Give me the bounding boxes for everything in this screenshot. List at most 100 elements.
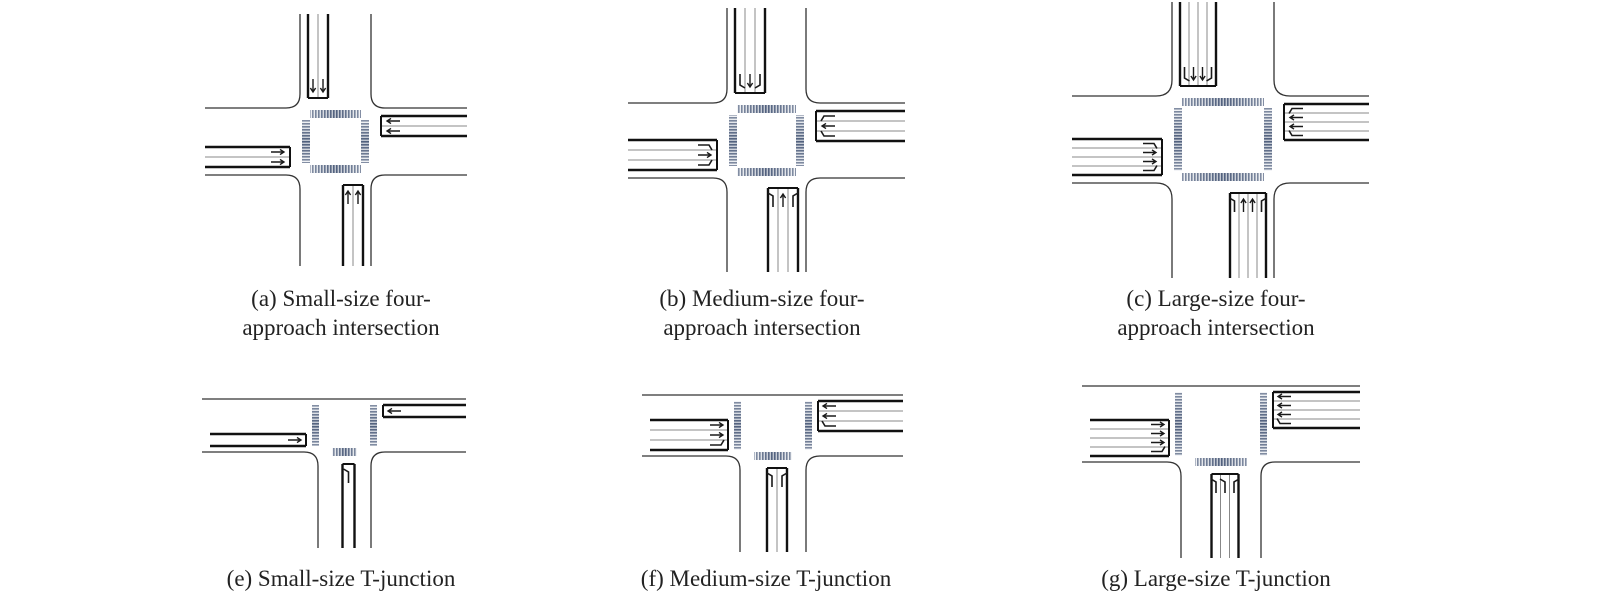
caption-f: (f) Medium-size T-junction [606, 564, 926, 593]
lane-arrow [1260, 197, 1267, 212]
lane-arrow [698, 151, 713, 159]
road-edge [628, 8, 728, 104]
lane-arrow [1183, 67, 1190, 82]
lane-arrow [710, 421, 725, 429]
lane-arrow [288, 436, 303, 444]
crosswalk-shade [1182, 98, 1264, 106]
crosswalk-shade [332, 448, 357, 456]
lane-arrow [319, 79, 327, 94]
lane-arrow [821, 412, 836, 420]
lane-arrow [710, 431, 725, 439]
lane-arrow [820, 115, 835, 122]
lane-arrow [821, 402, 836, 410]
lane-arrow [1288, 114, 1303, 121]
caption-b-line2: approach intersection [663, 315, 861, 340]
lane-arrow [1219, 478, 1226, 493]
lane-arrow [781, 472, 788, 487]
lane-arrow [271, 158, 286, 166]
crosswalk-shade [754, 452, 792, 460]
lane-arrow [343, 468, 350, 483]
lane-arrow [1240, 197, 1247, 212]
lane-arrow [1276, 402, 1291, 409]
road-edge [642, 455, 741, 552]
road-edge [1072, 2, 1173, 97]
road-edge [370, 174, 467, 266]
crosswalk-shade [1174, 108, 1182, 171]
road-edge [1273, 2, 1369, 97]
lane-arrow [1288, 130, 1303, 137]
lane-arrow [1199, 67, 1206, 82]
lane-arrow [386, 407, 401, 415]
lane-arrow [767, 192, 774, 207]
caption-a-line1: (a) Small-size four- [251, 286, 431, 311]
lane-arrow [1288, 107, 1303, 114]
road-edge [805, 8, 905, 104]
caption-f-line1: (f) Medium-size T-junction [640, 566, 892, 591]
crosswalk-shade [737, 168, 796, 176]
lane-arrow [1276, 418, 1291, 425]
road-edge [1082, 461, 1182, 558]
crosswalk-shade [312, 405, 319, 446]
lane-arrow [821, 420, 836, 427]
lane-arrow [1151, 446, 1166, 453]
caption-b-line1: (b) Medium-size four- [659, 286, 865, 311]
caption-a-line2: approach intersection [242, 315, 440, 340]
lane-arrow [354, 189, 362, 204]
lane-arrow [271, 148, 286, 156]
road-edge [628, 177, 728, 272]
crosswalk-shade [1264, 108, 1272, 171]
crosswalk-shade [1260, 392, 1267, 456]
lane-arrow [820, 122, 835, 130]
crosswalk-shade [1195, 458, 1247, 466]
lane-arrow [1276, 393, 1291, 400]
lane-arrow [1206, 67, 1213, 82]
lane-arrow [1143, 165, 1158, 172]
road-edge [205, 14, 301, 109]
crosswalk-shade [310, 165, 361, 173]
lane-arrow [1249, 197, 1256, 212]
crosswalk-shade [729, 115, 737, 166]
lane-arrow [1229, 197, 1236, 212]
lane-arrow [385, 117, 400, 125]
lane-arrow [1233, 478, 1240, 493]
lane-arrow [779, 192, 787, 207]
lane-arrow [1151, 421, 1166, 428]
lane-arrow [1151, 430, 1166, 437]
lane-arrow [1143, 142, 1158, 149]
crosswalk-shade [310, 110, 361, 118]
crosswalk-shade [361, 120, 369, 163]
lane-arrow [820, 130, 835, 137]
lane-arrow [1190, 67, 1197, 82]
road-edge [205, 174, 301, 266]
caption-g: (g) Large-size T-junction [1066, 564, 1366, 593]
crosswalk-shade [302, 120, 310, 163]
road-edge [1273, 182, 1369, 278]
lane-arrow [1151, 439, 1166, 446]
crosswalk-shade [796, 115, 804, 166]
lane-arrow [792, 192, 799, 207]
crosswalk-shade [370, 405, 377, 446]
lane-arrow [698, 144, 713, 151]
road-edge [1260, 461, 1360, 558]
lane-arrow [710, 439, 725, 446]
road-edge [805, 177, 905, 272]
lane-arrow [766, 472, 773, 487]
caption-c-line1: (c) Large-size four- [1126, 286, 1306, 311]
lane-arrow [739, 74, 746, 89]
lane-arrow [1276, 411, 1291, 418]
lane-arrow [1288, 123, 1303, 130]
road-edge [370, 14, 467, 109]
caption-c: (c) Large-size four- approach intersecti… [1066, 284, 1366, 342]
crosswalk-shade [805, 401, 812, 450]
crosswalk-shade [734, 401, 741, 450]
caption-b: (b) Medium-size four- approach intersect… [612, 284, 912, 342]
lane-arrow [385, 127, 400, 135]
lane-arrow [344, 189, 352, 204]
lane-arrow [698, 159, 713, 166]
lane-arrow [746, 74, 754, 89]
